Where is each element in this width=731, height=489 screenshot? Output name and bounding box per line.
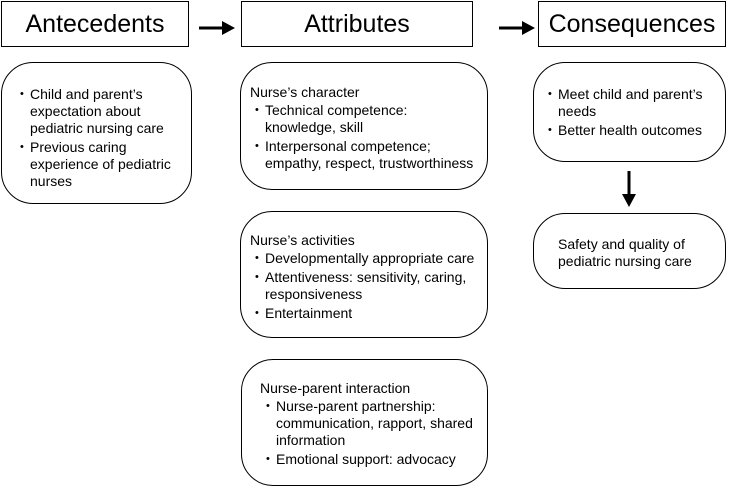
consequence-item: Better health outcomes (548, 122, 724, 139)
antecedents-list: Child and parent’s expectation about ped… (20, 86, 190, 192)
nurse-character-box: Nurse’s character Technical competence: … (240, 62, 488, 190)
activities-item: Developmentally appropriate care (255, 250, 485, 267)
interaction-item: Emotional support: advocacy (266, 451, 486, 468)
character-item: Technical competence: knowledge, skill (255, 102, 465, 136)
nurse-parent-interaction-title: Nurse-parent interaction (260, 380, 411, 396)
arrow-antecedents-to-attributes (199, 21, 235, 35)
arrow-attributes-to-consequences (499, 21, 535, 35)
outcome-text: Safety and quality of pediatric nursing … (558, 236, 692, 269)
attributes-header: Attributes (241, 1, 473, 47)
nurse-character-list: Technical competence: knowledge, skill I… (255, 102, 487, 174)
nurse-parent-interaction-list: Nurse-parent partnership: communication,… (266, 398, 486, 470)
nurse-character-title: Nurse’s character (250, 84, 360, 100)
activities-item: Attentiveness: sensitivity, caring, resp… (255, 269, 485, 303)
interaction-item: Nurse-parent partnership: communication,… (266, 398, 486, 449)
antecedents-header-label: Antecedents (25, 9, 165, 38)
attributes-header-label: Attributes (304, 9, 410, 38)
activities-item: Entertainment (255, 305, 485, 322)
outcome-box: Safety and quality of pediatric nursing … (533, 213, 726, 289)
nurse-activities-box: Nurse’s activities Developmentally appro… (240, 211, 488, 338)
antecedents-box: Child and parent’s expectation about ped… (1, 62, 192, 204)
consequences-box: Meet child and parent’s needs Better hea… (533, 62, 726, 162)
nurse-activities-title: Nurse’s activities (250, 232, 355, 248)
consequences-header-label: Consequences (548, 9, 716, 38)
consequence-item: Meet child and parent’s needs (548, 86, 723, 120)
nurse-parent-interaction-box: Nurse-parent interaction Nurse-parent pa… (241, 359, 488, 486)
character-item: Interpersonal competence; empathy, respe… (255, 138, 487, 172)
antecedent-item: Child and parent’s expectation about ped… (20, 86, 190, 137)
antecedent-item: Previous caring experience of pediatric … (20, 139, 190, 190)
consequences-list: Meet child and parent’s needs Better hea… (548, 86, 724, 141)
antecedents-header: Antecedents (1, 1, 189, 47)
consequences-header: Consequences (538, 1, 726, 47)
arrow-consequences-to-outcome (622, 171, 636, 207)
nurse-activities-list: Developmentally appropriate care Attenti… (255, 250, 485, 324)
